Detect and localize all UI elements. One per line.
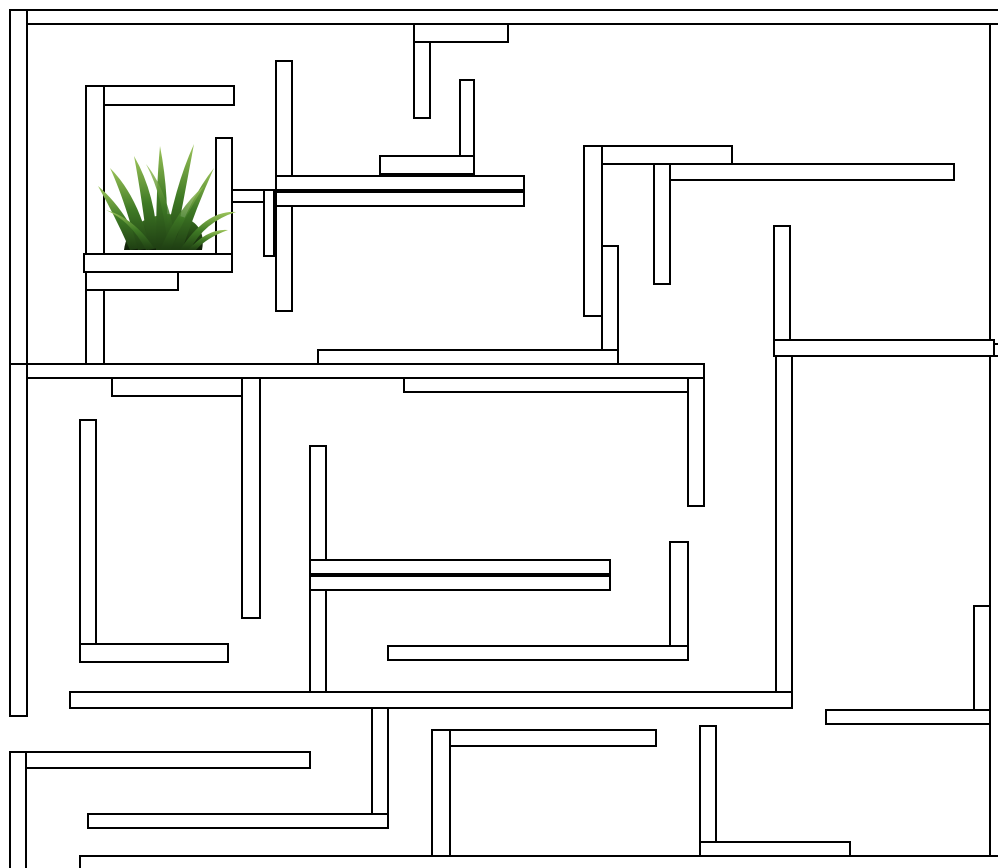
- maze-wall: [990, 356, 998, 868]
- maze-wall: [88, 814, 388, 828]
- maze-wall: [112, 378, 260, 396]
- maze-wall: [776, 356, 792, 708]
- maze-wall: [670, 542, 688, 660]
- maze-wall: [10, 752, 26, 868]
- maze-wall: [602, 246, 618, 364]
- maze-wall: [388, 646, 688, 660]
- maze-wall: [10, 10, 27, 366]
- maze-wall: [80, 420, 96, 662]
- maze-wall: [264, 190, 274, 256]
- maze-wall: [774, 226, 790, 356]
- maze-wall: [10, 364, 704, 378]
- maze-wall: [10, 364, 27, 716]
- maze-wall: [432, 730, 656, 746]
- maze-wall: [974, 606, 990, 724]
- maze-wall: [310, 576, 610, 590]
- maze-wall: [70, 692, 792, 708]
- maze-wall: [242, 378, 260, 618]
- maze-wall: [380, 156, 474, 174]
- maze-wall: [10, 752, 310, 768]
- maze-wall: [688, 378, 704, 506]
- maze-wall: [654, 164, 670, 284]
- maze-wall: [404, 378, 704, 392]
- maze-wall: [10, 10, 998, 24]
- maze-wall: [318, 350, 618, 364]
- maze-wall: [86, 86, 234, 105]
- maze-wall: [826, 710, 990, 724]
- maze-wall: [584, 146, 732, 164]
- maze-wall: [276, 192, 524, 206]
- grass-tuft-icon: [98, 138, 238, 254]
- maze-wall: [774, 340, 994, 356]
- maze-wall: [414, 24, 508, 42]
- maze-wall: [310, 560, 610, 574]
- maze-wall: [80, 856, 998, 868]
- maze-wall: [84, 254, 232, 272]
- maze-wall: [80, 644, 228, 662]
- maze-wall: [86, 272, 178, 290]
- maze-wall: [584, 146, 602, 316]
- maze-wall: [372, 708, 388, 828]
- maze-wall: [654, 164, 954, 180]
- maze-wall: [432, 730, 450, 868]
- maze-wall: [990, 24, 998, 344]
- maze-wall: [276, 176, 524, 190]
